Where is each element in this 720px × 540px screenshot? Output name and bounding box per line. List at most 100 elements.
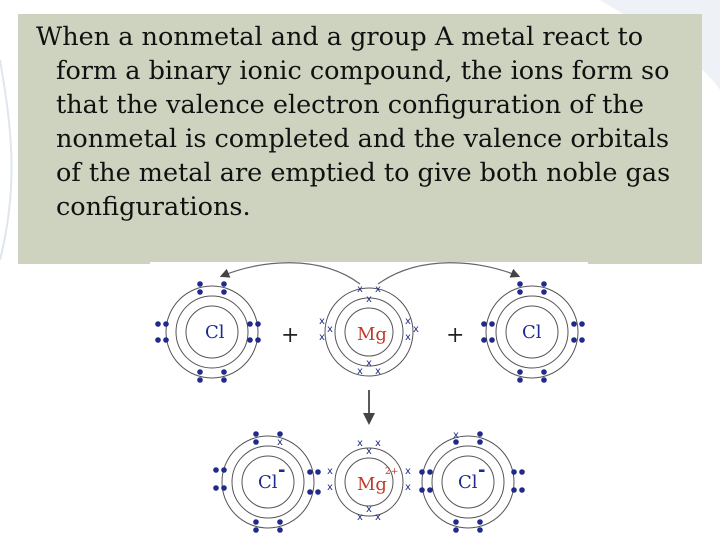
bottom-right-cl-electron xyxy=(477,527,483,533)
top-left-cl-electron xyxy=(197,281,203,287)
top-left-cl-electron xyxy=(221,369,227,375)
top-right-cl-electron xyxy=(517,377,523,383)
top-right-cl-shell-2 xyxy=(495,295,569,369)
bottom-left-cl-shell-2 xyxy=(231,445,305,519)
bottom-left-cl-electron xyxy=(277,519,283,525)
top-right-cl-shell-3 xyxy=(485,285,579,379)
bottom-mg-shell-2 xyxy=(334,447,404,517)
bottom-left-ion-label: Cl xyxy=(258,472,278,493)
bottom-right-cl-electron xyxy=(477,439,483,445)
bottom-left-cl-electron xyxy=(253,439,259,445)
bottom-right-cl-shell-1 xyxy=(441,455,495,509)
bottom-right-cl-electron xyxy=(519,469,525,475)
bottom-left-cl-electron xyxy=(221,467,227,473)
top-mg-electron: x xyxy=(366,294,372,305)
bottom-mg-electron: x xyxy=(375,512,381,523)
top-mg-electron: x xyxy=(405,332,411,343)
bottom-left-cl-electron xyxy=(253,527,259,533)
top-left-cl-electron xyxy=(255,337,261,343)
top-right-cl-electron xyxy=(579,321,585,327)
bottom-right-cl-transferred-electron: x xyxy=(453,430,459,441)
top-right-cl-electron xyxy=(517,369,523,375)
top-mg-shell-1 xyxy=(344,307,394,357)
transfer-arrow-left xyxy=(219,262,361,285)
top-mg-electron: x xyxy=(319,316,325,327)
top-mg-electron: x xyxy=(319,332,325,343)
bottom-right-cl-electron xyxy=(477,431,483,437)
top-mg-shell-2 xyxy=(334,297,404,367)
bottom-right-cl-electron xyxy=(511,469,517,475)
top-left-cl-electron xyxy=(163,337,169,343)
top-mg-electron: x xyxy=(366,358,372,369)
bottom-right-cl-shell-3 xyxy=(421,435,515,529)
top-left-cl-electron xyxy=(197,377,203,383)
top-right-cl-electron xyxy=(579,337,585,343)
bottom-left-cl-electron xyxy=(315,469,321,475)
top-right-cl-electron xyxy=(489,337,495,343)
bottom-mg-electron: x xyxy=(327,482,333,493)
top-right-cl-electron xyxy=(481,337,487,343)
top-right-cl-electron xyxy=(481,321,487,327)
top-right-cl-electron xyxy=(541,281,547,287)
bottom-right-cl-electron xyxy=(419,469,425,475)
top-left-cl-electron xyxy=(221,281,227,287)
bottom-left-cl-electron xyxy=(277,431,283,437)
bottom-center-ion-label: Mg xyxy=(357,474,387,495)
bottom-mg-electron: x xyxy=(357,512,363,523)
bottom-right-cl-electron xyxy=(419,487,425,493)
bottom-left-cl-shell-3 xyxy=(221,435,315,529)
top-left-cl-shell-3 xyxy=(165,285,259,379)
top-mg-electron: x xyxy=(405,316,411,327)
top-left-cl-electron xyxy=(197,289,203,295)
bottom-right-cl-electron xyxy=(519,487,525,493)
top-mg-electron: x xyxy=(375,284,381,295)
top-right-cl-electron xyxy=(541,369,547,375)
bottom-right-cl-electron xyxy=(453,527,459,533)
top-right-atom-label: Cl xyxy=(522,322,542,343)
bottom-right-cl-shell-2 xyxy=(431,445,505,519)
top-left-cl-electron xyxy=(155,337,161,343)
bottom-mg-electron: x xyxy=(366,446,372,457)
top-mg-electron: x xyxy=(327,324,333,335)
text-box: When a nonmetal and a group A metal reac… xyxy=(18,14,702,264)
bottom-right-ion-label: Cl xyxy=(458,472,478,493)
bottom-left-cl-electron xyxy=(277,527,283,533)
top-left-atom-label: Cl xyxy=(205,322,225,343)
bottom-left-cl-electron xyxy=(307,489,313,495)
bottom-left-cl-shell-1 xyxy=(241,455,295,509)
top-left-cl-electron xyxy=(247,337,253,343)
top-mg-shell-3 xyxy=(324,287,414,377)
top-mg-electron: x xyxy=(375,366,381,377)
top-left-cl-shell-1 xyxy=(185,305,239,359)
top-left-cl-electron xyxy=(255,321,261,327)
bottom-mg-electron: x xyxy=(375,438,381,449)
top-plus-2: + xyxy=(446,323,464,348)
top-right-cl-electron xyxy=(517,281,523,287)
top-mg-electron: x xyxy=(357,284,363,295)
bottom-left-cl-electron xyxy=(213,467,219,473)
bottom-center-charge: 2+ xyxy=(385,467,398,477)
bottom-right-cl-electron xyxy=(427,487,433,493)
top-plus-1: + xyxy=(281,323,299,348)
top-right-cl-electron xyxy=(571,337,577,343)
bottom-left-cl-electron xyxy=(253,431,259,437)
top-left-cl-electron xyxy=(197,369,203,375)
bottom-left-cl-electron xyxy=(213,485,219,491)
bottom-mg-electron: x xyxy=(405,466,411,477)
bottom-left-cl-electron xyxy=(253,519,259,525)
bottom-mg-shell-1 xyxy=(344,457,394,507)
transfer-arrow-right xyxy=(377,262,521,285)
bottom-left-cl-electron xyxy=(221,485,227,491)
bottom-left-cl-transferred-electron: x xyxy=(277,437,283,448)
bottom-right-charge: - xyxy=(478,460,485,481)
bottom-right-cl-electron xyxy=(453,519,459,525)
top-mg-electron: x xyxy=(413,324,419,335)
slide-paragraph: When a nonmetal and a group A metal reac… xyxy=(36,22,671,222)
top-center-atom-label: Mg xyxy=(357,324,387,345)
bottom-right-cl-electron xyxy=(511,487,517,493)
bottom-right-cl-electron xyxy=(477,519,483,525)
bottom-left-cl-electron xyxy=(315,489,321,495)
